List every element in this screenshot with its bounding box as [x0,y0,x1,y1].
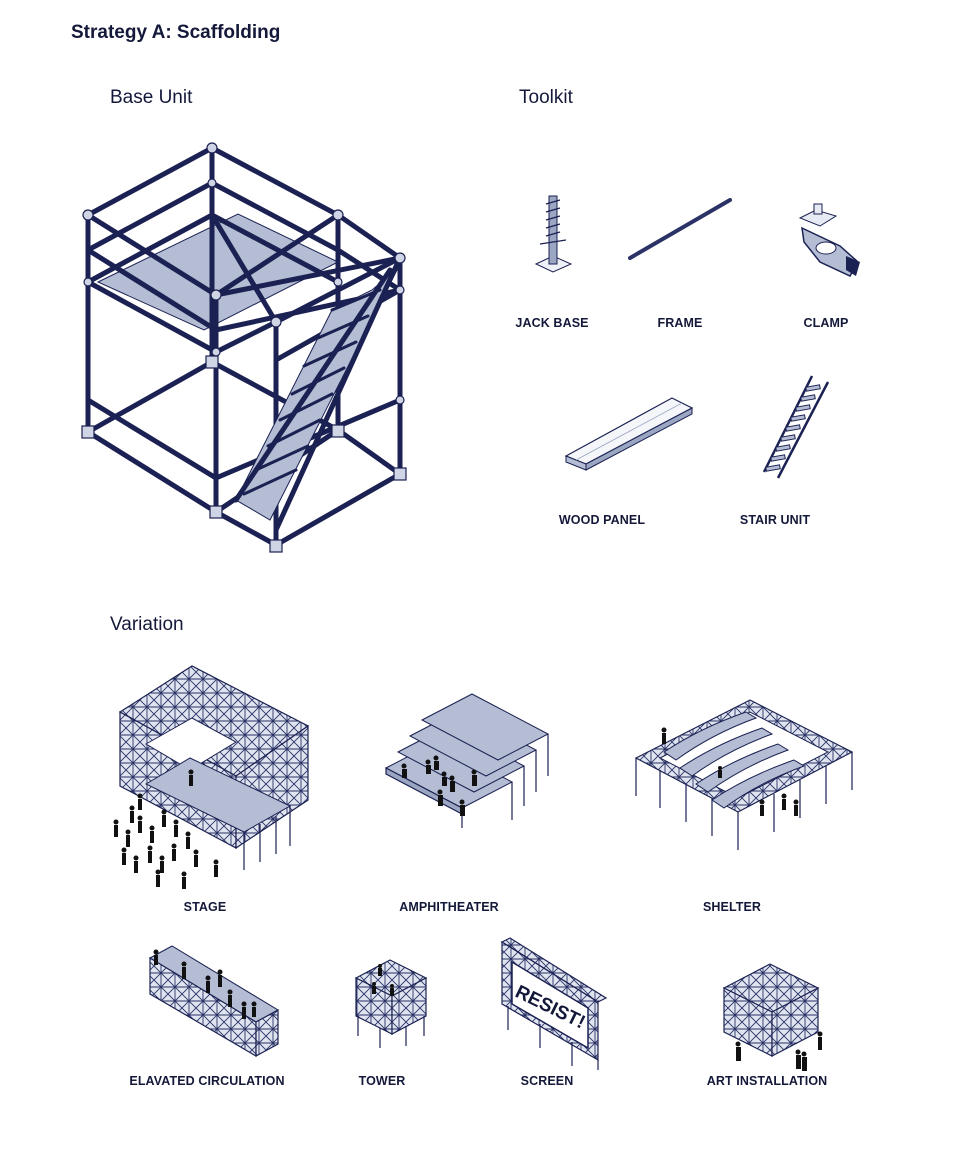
art-installation-drawing [722,963,823,1071]
tower-drawing [354,959,428,1048]
label-art-installation: ART INSTALLATION [706,1074,828,1088]
label-screen: SCREEN [520,1074,574,1088]
label-clamp: CLAMP [803,316,849,330]
section-title-base-unit: Base Unit [110,87,193,108]
frame-icon [628,198,732,260]
amphitheater-drawing [384,693,550,828]
screen-drawing [500,937,608,1070]
clamp-icon [798,203,860,277]
label-frame: FRAME [657,316,703,330]
elevated-circulation-drawing [148,945,280,1058]
label-jack-base: JACK BASE [515,316,589,330]
stage-drawing [113,665,310,889]
base-unit-drawing [81,142,407,553]
section-title-variation: Variation [110,614,184,635]
wood-panel-icon [564,397,694,471]
page-title: Strategy A: Scaffolding [71,22,281,43]
label-tower: TOWER [358,1074,406,1088]
jack-base-icon [534,195,573,273]
label-wood-panel: WOOD PANEL [558,513,646,527]
label-stage: STAGE [183,900,227,914]
label-elevated-circulation: ELAVATED CIRCULATION [129,1074,285,1088]
stair-unit-icon [762,375,830,479]
section-title-toolkit: Toolkit [519,87,573,108]
shelter-drawing [634,699,854,850]
label-amphitheater: AMPHITHEATER [399,900,499,914]
label-shelter: SHELTER [702,900,762,914]
label-stair-unit: STAIR UNIT [739,513,811,527]
